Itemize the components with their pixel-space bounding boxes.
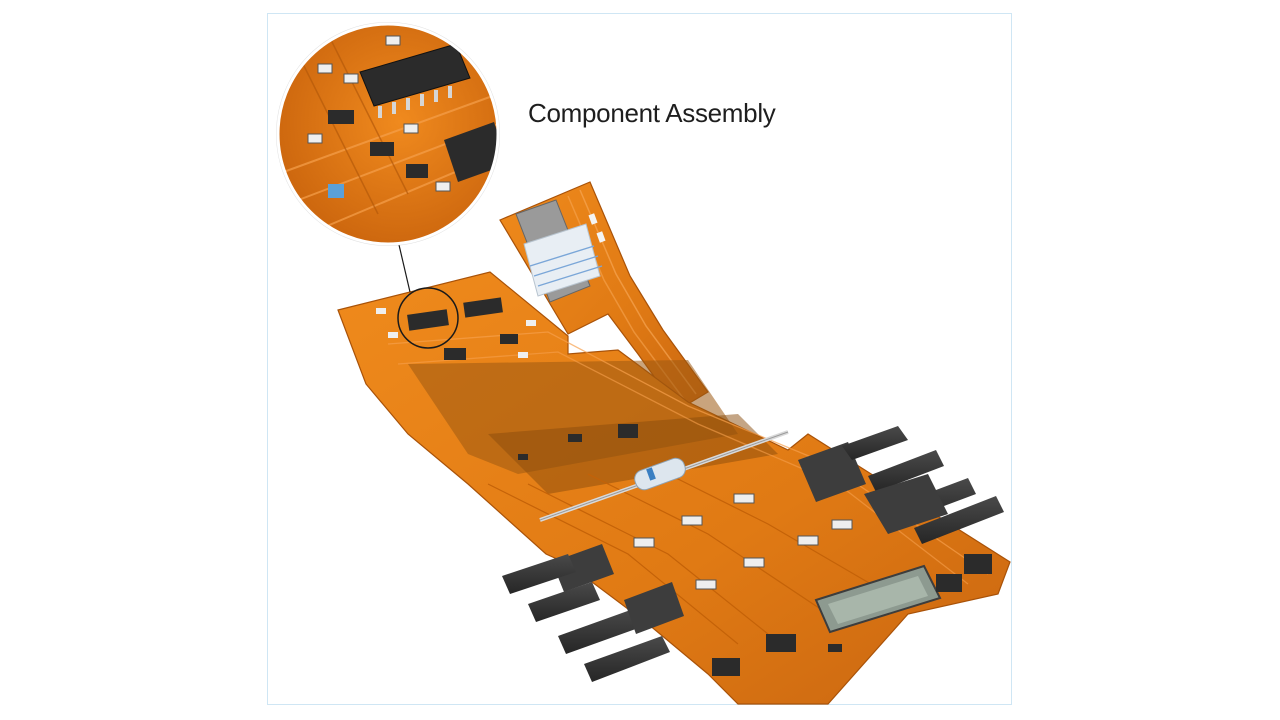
smd-resistors — [633, 493, 853, 590]
left-connector-tabs — [502, 544, 684, 682]
figure-frame: Component Assembly — [267, 13, 1012, 705]
magnified-detail-circle — [276, 22, 500, 246]
fuse-component — [539, 430, 789, 522]
right-connector-tabs — [798, 426, 1004, 544]
flex-circuit-illustration — [276, 22, 1011, 705]
figure-caption: Component Assembly — [528, 98, 776, 128]
upper-flex-strip — [499, 181, 709, 411]
lower-components — [712, 554, 992, 676]
ribbon-connector — [515, 199, 603, 303]
middle-components — [518, 424, 638, 460]
upper-components — [376, 231, 536, 360]
